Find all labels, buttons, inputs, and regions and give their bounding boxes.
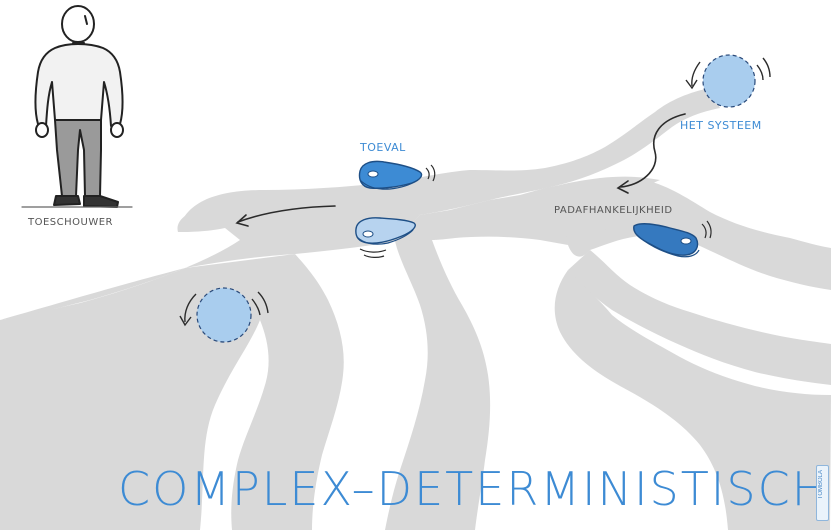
stone-icon [633, 220, 712, 258]
stone-icon [358, 160, 436, 190]
observer-label: TOESCHOUWER [28, 217, 113, 228]
brand-stamp-text: TOMBOLA [818, 470, 824, 500]
chance-label: TOEVAL [360, 141, 406, 154]
brand-stamp: TOMBOLA [816, 465, 829, 521]
path-dependence-label: PADAFHANKELIJKHEID [554, 205, 673, 216]
ball-icon [685, 54, 771, 108]
arrow-paths [235, 113, 686, 227]
observer-figure [21, 5, 133, 208]
ball-icon [179, 287, 269, 343]
page-title: COMPLEX–DETERMINISTISCH [118, 462, 829, 516]
system-label: HET SYSTEEM [680, 119, 762, 132]
stone-icon [355, 217, 416, 258]
